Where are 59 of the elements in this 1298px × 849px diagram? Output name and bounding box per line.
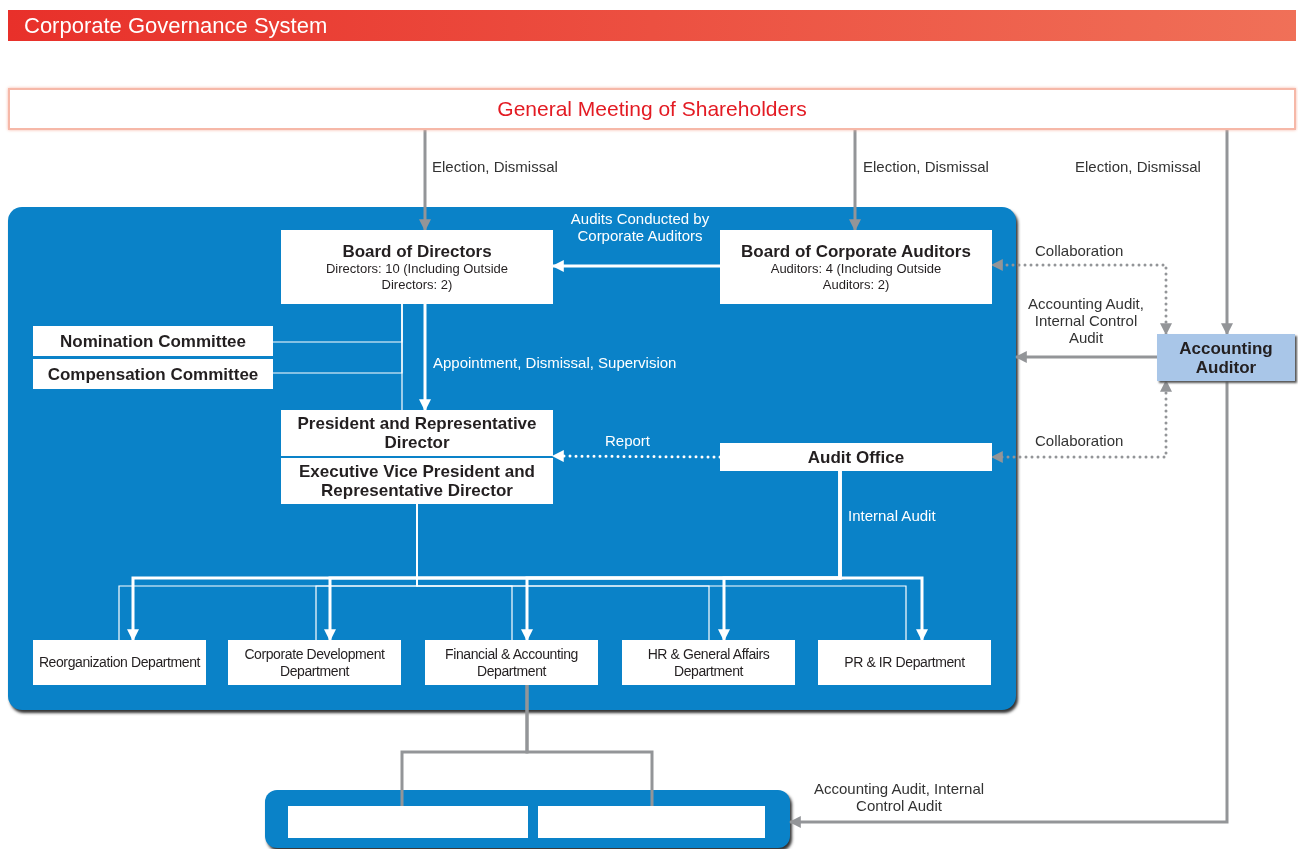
- arrow: [990, 379, 1172, 463]
- process-box: [33, 640, 206, 685]
- box-detail: Directors: 10 (Including Outside Directors: 2): [324, 260, 510, 293]
- edge-label: Accounting Audit, Internal Control Audit: [812, 780, 986, 814]
- edge-label: Audits Conducted by Corporate Auditors: [569, 210, 711, 244]
- company-box: [538, 806, 765, 838]
- box-detail: Auditors: 4 (Including Outside Auditors: 2): [769, 260, 943, 293]
- box-title: Nomination Committee: [59, 331, 247, 351]
- title-banner: Corporate Governance System: [8, 10, 1296, 41]
- process-box: [281, 458, 553, 504]
- process-box: [281, 230, 553, 304]
- connector-line: [525, 685, 654, 806]
- box-title: Accounting Auditor: [1178, 338, 1274, 377]
- edge-label: Appointment, Dismissal, Supervision: [433, 354, 677, 371]
- arrow: [419, 130, 431, 232]
- banner-box: [8, 88, 1296, 130]
- edge-label: Election, Dismissal: [863, 158, 989, 175]
- process-box: [228, 640, 401, 685]
- process-box: [33, 326, 273, 356]
- process-box: [720, 443, 992, 471]
- edge-label: Internal Audit: [848, 507, 936, 524]
- edge-label: Election, Dismissal: [432, 158, 558, 175]
- arrow: [419, 304, 431, 412]
- arrow: [551, 260, 720, 272]
- group-panel: [265, 790, 790, 848]
- department-name: Corporate Development Department: [243, 645, 386, 680]
- process-box: [425, 640, 598, 685]
- process-box: [281, 410, 553, 456]
- box-title: Board of Directors: [342, 241, 492, 261]
- box-title: President and Representative Director: [296, 414, 538, 452]
- arrow: [838, 471, 928, 642]
- group-panel: [8, 207, 1016, 710]
- box-title: General Meeting of Shareholders: [497, 97, 807, 121]
- box-title: Compensation Committee: [47, 364, 259, 384]
- department-name: PR & IR Department: [844, 654, 965, 671]
- box-title: Executive Vice President and Representative Director: [298, 462, 536, 500]
- edge-label: Collaboration: [1035, 242, 1124, 259]
- arrow: [551, 450, 722, 463]
- connector-line: [272, 303, 403, 374]
- arrow: [1014, 351, 1157, 363]
- process-box: [622, 640, 795, 685]
- edge-label: Collaboration: [1035, 432, 1124, 449]
- edge-label: Election, Dismissal: [1075, 158, 1201, 175]
- box-title: Board of Corporate Auditors: [741, 241, 971, 261]
- arrow: [849, 130, 861, 232]
- process-box: [33, 359, 273, 389]
- box-title: Audit Office: [807, 447, 905, 467]
- process-box: [818, 640, 991, 685]
- edge-label: Report: [605, 432, 651, 449]
- process-box: [1157, 334, 1295, 381]
- arrow: [990, 259, 1172, 336]
- process-box: [720, 230, 992, 304]
- edge-label: Accounting Audit, Internal Control Audit: [1027, 295, 1145, 346]
- arrow: [788, 381, 1229, 828]
- department-name: HR & General Affairs Department: [646, 645, 771, 680]
- company-box: [288, 806, 528, 838]
- department-name: Financial & Accounting Department: [444, 645, 579, 680]
- arrow: [1221, 130, 1233, 336]
- department-name: Reorganization Department: [38, 654, 201, 671]
